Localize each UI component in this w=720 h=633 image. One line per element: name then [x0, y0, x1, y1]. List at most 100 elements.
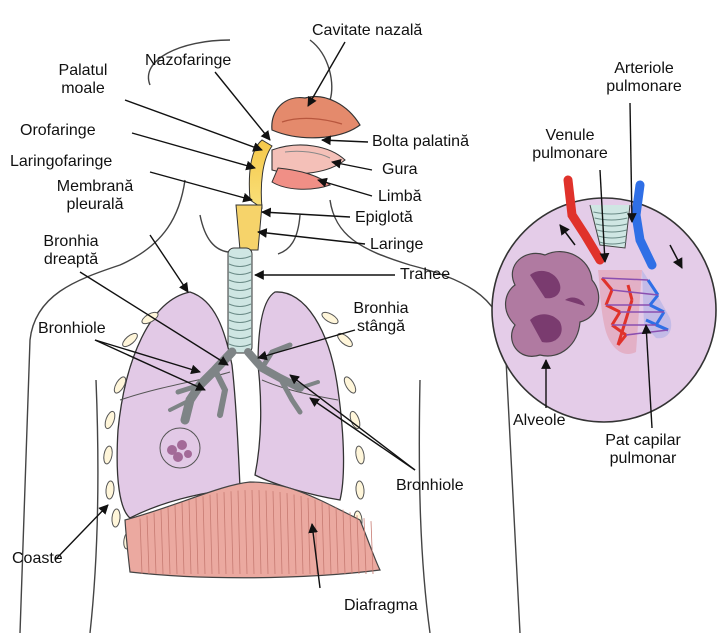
rib [343, 376, 357, 394]
label-diafragma: Diafragma [344, 597, 418, 614]
alveoli-cluster-small [159, 427, 201, 469]
diaphragm-fiber [251, 489, 255, 575]
rib [111, 508, 121, 528]
diaphragm-fiber [356, 515, 360, 575]
capillary-red [605, 303, 621, 314]
rib [355, 445, 365, 465]
trachea-ring [228, 295, 252, 299]
label-membrana-pleurala-line1: Membrană [56, 178, 134, 195]
label-alveole: Alveole [513, 412, 566, 429]
label-arteriole-line2: pulmonare [606, 78, 682, 95]
trachea-ring [228, 319, 252, 323]
diaphragm-fiber [328, 504, 332, 575]
trachea-ring [228, 263, 252, 267]
diaphragm-fiber [293, 494, 297, 575]
oral-cavity [271, 144, 346, 190]
label-pat-capilar-line1: Pat capilar [605, 432, 681, 449]
pointer-lines [54, 41, 653, 589]
trachea-ring [228, 311, 252, 315]
capillary-red [600, 277, 614, 291]
trachea-ring [228, 287, 252, 291]
diaphragm-fiber [181, 502, 185, 575]
trachea-ring [228, 279, 252, 283]
rib [321, 311, 339, 325]
trachea-ring [228, 303, 252, 307]
rib [105, 480, 115, 500]
capillary-blue [649, 303, 665, 314]
pulmonary-arteriole [631, 180, 657, 270]
diaphragm-fiber [146, 515, 150, 575]
rib [122, 332, 138, 348]
nasal-cavity [271, 96, 361, 139]
label-laringe: Laringe [370, 236, 424, 253]
diaphragm-fiber [335, 506, 339, 575]
diaphragm-fiber [188, 500, 192, 575]
label-palatul-moale-line2: moale [61, 80, 105, 97]
label-bronhiole-left: Bronhiole [38, 320, 106, 337]
diaphragm-fiber [153, 512, 157, 575]
label-bronhia-stanga-line1: Bronhia [353, 300, 409, 317]
label-bronhia-dreapta-line2: dreaptă [43, 251, 99, 268]
diaphragm-fiber [286, 493, 290, 575]
diaphragm-fiber [370, 521, 374, 575]
rib [103, 445, 113, 465]
diaphragm-fiber [265, 490, 269, 575]
label-bronhia-stanga-line2: stângă [356, 318, 406, 335]
label-epiglota: Epiglotă [355, 209, 413, 226]
label-orofaringe: Orofaringe [20, 122, 96, 139]
diaphragm-fiber [279, 491, 283, 575]
label-membrana-pleurala: Membrană pleurală [40, 178, 150, 214]
label-trahee: Trahee [400, 266, 451, 283]
label-membrana-pleurala-line2: pleurală [66, 196, 124, 213]
bronchiole-ring [599, 241, 627, 245]
diaphragm-fiber [258, 490, 262, 575]
trachea [227, 204, 263, 354]
trachea-ring [228, 327, 252, 331]
label-bronhia-stanga: Bronhia stângă [345, 300, 417, 336]
capillary-blue [648, 294, 660, 306]
label-venule-pulmonare: Venule pulmonare [524, 127, 616, 163]
label-palatul-moale-line1: Palatul [58, 62, 108, 79]
rib [104, 410, 116, 430]
capillary-blue [646, 279, 660, 296]
label-pat-capilar: Pat capilar pulmonar [584, 432, 702, 468]
diaphragm-fiber [223, 492, 227, 575]
capillary-link [601, 277, 649, 281]
diaphragm-fiber [195, 498, 199, 575]
diaphragm-fiber [307, 497, 311, 575]
rib [113, 376, 127, 394]
diaphragm-fiber [209, 494, 213, 575]
diaphragm-fiber [202, 496, 206, 575]
label-bronhiole-right: Bronhiole [396, 477, 464, 494]
alveoli-sacs [505, 250, 600, 357]
capillary-red [604, 289, 614, 306]
trachea-ring [228, 335, 252, 339]
flow-arrows [559, 224, 683, 269]
capillary-link [611, 289, 659, 296]
trachea-ring [228, 255, 252, 259]
label-gura: Gura [382, 161, 418, 178]
label-limba: Limbă [378, 188, 422, 205]
diaphragm-fiber [244, 490, 248, 575]
capillary-red [610, 311, 622, 326]
trachea-ring [228, 343, 252, 347]
diaphragm-fiber [230, 491, 234, 575]
trachea-ring [228, 271, 252, 275]
diaphragm-fiber [160, 509, 164, 575]
bronchiole-ring [595, 223, 628, 227]
label-venule-line1: Venule [545, 127, 595, 144]
label-nazofaringe: Nazofaringe [145, 52, 232, 69]
bronchiole-ring [594, 217, 628, 221]
label-cavitate-nazala: Cavitate nazală [312, 22, 423, 39]
label-laringofaringe: Laringofaringe [10, 153, 113, 170]
pulmonary-venule [563, 175, 605, 265]
label-pat-capilar-line2: pulmonar [609, 450, 677, 467]
bronchiole-ring [596, 229, 627, 233]
label-palatul-moale: Palatul moale [48, 62, 118, 98]
diaphragm-fiber [216, 493, 220, 575]
diaphragm-fiber [272, 491, 276, 575]
capillary-blue [645, 318, 669, 332]
rib [355, 480, 365, 500]
diaphragm-fiber [321, 502, 325, 575]
